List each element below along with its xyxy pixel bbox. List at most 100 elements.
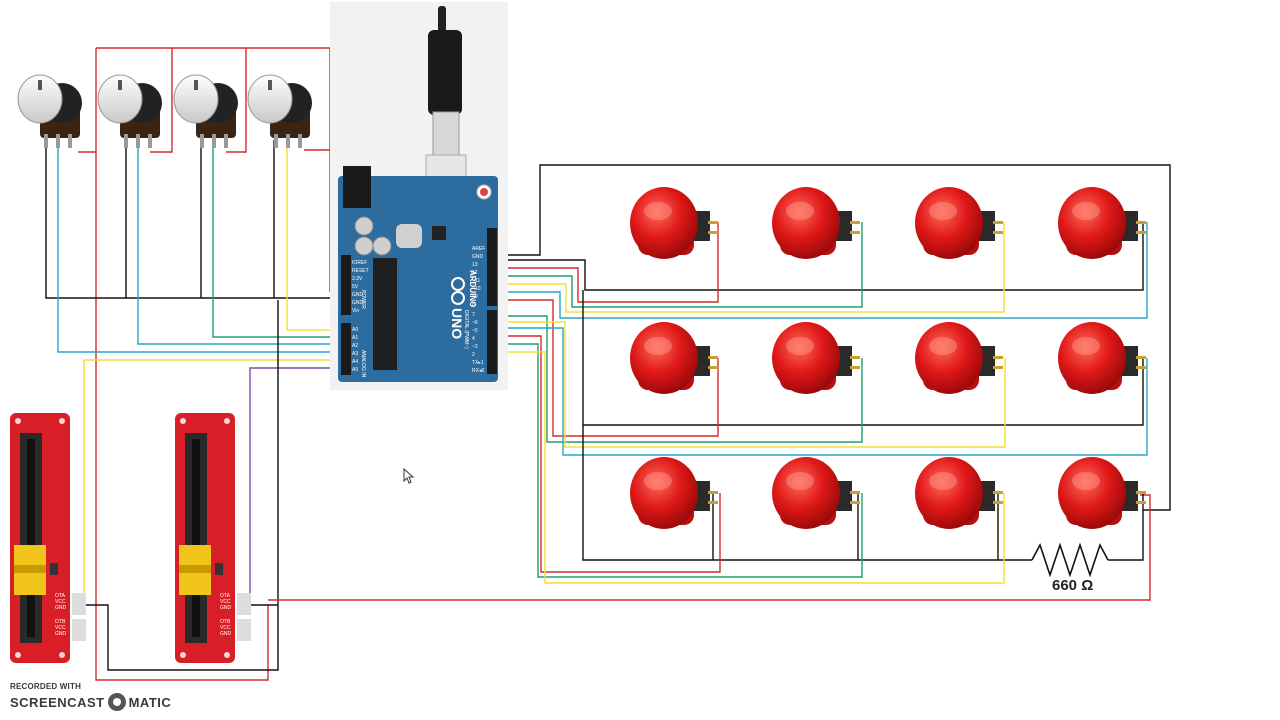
- screencast-o-matic-logo-icon: [107, 693, 126, 711]
- arduino-analog-pin-label: A5: [352, 367, 358, 373]
- arduino-analog-pin-label: A1: [352, 335, 358, 341]
- arcade-button[interactable]: [915, 187, 1003, 259]
- slider-pin-label: VCC: [55, 625, 66, 631]
- mouse-cursor-icon: [403, 467, 415, 489]
- arcade-button[interactable]: [915, 322, 1003, 394]
- arduino-digital-pin-label: ~6: [472, 320, 478, 326]
- arcade-button[interactable]: [1058, 457, 1146, 529]
- wire-blue-pot1: [57, 140, 340, 353]
- wire-black-button-ground: [495, 164, 1171, 511]
- arduino-digital-pin-label: ~9: [472, 294, 478, 300]
- arduino-power-pin-label: 5V: [352, 284, 359, 290]
- wire-red-r3: [495, 335, 721, 573]
- slider-pin-label: OTB: [55, 619, 66, 625]
- slider-pin-label: GND: [220, 631, 232, 637]
- wire-yellow-r1: [495, 222, 1005, 313]
- wire-green-pot3: [212, 140, 340, 338]
- wire-yellow-r3: [495, 351, 1005, 584]
- arduino-digital-pin-label: 12: [472, 270, 478, 276]
- slide-potentiometer[interactable]: [10, 413, 86, 663]
- arcade-button[interactable]: [772, 457, 860, 529]
- arduino-power-pin-label: 3.3V: [352, 276, 363, 282]
- wire-yellow-slider1: [83, 359, 340, 600]
- arduino-digital-pin-label: 13: [472, 262, 478, 268]
- arduino-uno-board[interactable]: ARDUINO UNO IOREFRESET3.3V5VGNDGNDVinA0A…: [330, 2, 508, 390]
- wire-blue-r1: [495, 222, 1148, 319]
- arduino-digital-pin-label: ~3: [472, 344, 478, 350]
- arcade-button[interactable]: [772, 322, 860, 394]
- wire-blue-r2: [495, 327, 1148, 456]
- slider-pin-label: VCC: [220, 599, 231, 605]
- arduino-digital-pin-label: RX◂0: [472, 368, 484, 374]
- wire-purple-slider2: [249, 367, 340, 600]
- slider-pin-label: GND: [220, 605, 232, 611]
- wire-black-stubs: [712, 493, 999, 560]
- arduino-header-title: POWER: [360, 290, 366, 309]
- slider-pin-label: OTB: [220, 619, 231, 625]
- slider-pin-label: VCC: [55, 599, 66, 605]
- slider-pin-label: VCC: [220, 625, 231, 631]
- watermark-right-text: MATIC: [128, 694, 172, 710]
- arduino-digital-pin-label: ~10: [472, 286, 481, 292]
- slider-pin-label: GND: [55, 605, 67, 611]
- arcade-button[interactable]: [1058, 187, 1146, 259]
- arcade-button[interactable]: [915, 457, 1003, 529]
- arduino-analog-pin-label: A0: [352, 327, 358, 333]
- slide-potentiometer[interactable]: [175, 413, 251, 663]
- arduino-digital-pin-label: ~5: [472, 328, 478, 334]
- arduino-digital-pin-label: 4: [472, 336, 475, 342]
- slider-pin-label: OTA: [55, 593, 66, 599]
- arduino-power-pin-label: GND: [352, 300, 364, 306]
- potentiometer[interactable]: [97, 74, 162, 148]
- wire-green-r1: [495, 222, 863, 308]
- screencast-watermark: RECORDED WITH SCREENCAST MATIC: [10, 682, 171, 711]
- wire-yellow-r2: [495, 321, 1006, 448]
- arduino-analog-pin-label: A2: [352, 343, 358, 349]
- resistor-symbol: [1031, 542, 1109, 578]
- wire-black-slider-ground: [80, 300, 279, 671]
- arduino-brand-text: ARDUINO: [468, 270, 477, 307]
- arduino-digital-pin-label: 7: [472, 312, 475, 318]
- wire-red-r1: [495, 222, 719, 303]
- arduino-power-pin-label: GND: [352, 292, 364, 298]
- potentiometer[interactable]: [247, 74, 312, 148]
- wire-red-resistor-return: [268, 494, 1151, 601]
- arduino-uno-logo: UNO: [449, 308, 465, 339]
- wire-green-r3: [495, 343, 863, 578]
- wires: [45, 47, 1171, 681]
- wire-black-r1: [495, 222, 1144, 291]
- wire-black-r2: [582, 290, 1144, 426]
- wire-red-r2: [495, 299, 719, 437]
- wire-black-pot-ground: [45, 140, 340, 299]
- arcade-button-grid: [630, 187, 1146, 529]
- wire-blue-pot2: [137, 140, 340, 345]
- arduino-power-pin-label: IOREF: [352, 260, 367, 266]
- resistor-value-label: 660 Ω: [1052, 577, 1094, 594]
- arcade-button[interactable]: [772, 187, 860, 259]
- arduino-header-title: ANALOG IN: [360, 350, 366, 378]
- wire-black-r3: [582, 425, 1144, 561]
- arduino-digital-pin-label: 2: [472, 352, 475, 358]
- potentiometer[interactable]: [17, 74, 82, 148]
- slider-pin-label: OTA: [220, 593, 231, 599]
- arduino-digital-pin-label: TX▸1: [472, 360, 484, 366]
- arduino-power-pin-label: Vin: [352, 308, 359, 314]
- arduino-analog-pin-label: A3: [352, 351, 358, 357]
- slider-pin-label: GND: [55, 631, 67, 637]
- potentiometer[interactable]: [173, 74, 238, 148]
- usb-plug-icon: [425, 6, 467, 201]
- arduino-digital-pin-label: GND: [472, 254, 484, 260]
- arduino-digital-pin-label: AREF: [472, 246, 485, 252]
- arduino-power-pin-label: RESET: [352, 268, 369, 274]
- wire-yellow-pot4: [286, 140, 340, 331]
- arcade-button[interactable]: [630, 322, 718, 394]
- arduino-digital-pin-label: 8: [472, 302, 475, 308]
- arcade-button[interactable]: [630, 187, 718, 259]
- arcade-button[interactable]: [630, 457, 718, 529]
- arduino-digital-pin-label: ~11: [472, 278, 480, 284]
- arcade-button[interactable]: [1058, 322, 1146, 394]
- watermark-recorded-text: RECORDED WITH: [10, 682, 82, 691]
- arduino-header-title: DIGITAL (PWM~): [463, 310, 469, 349]
- wire-green-r2: [495, 315, 863, 443]
